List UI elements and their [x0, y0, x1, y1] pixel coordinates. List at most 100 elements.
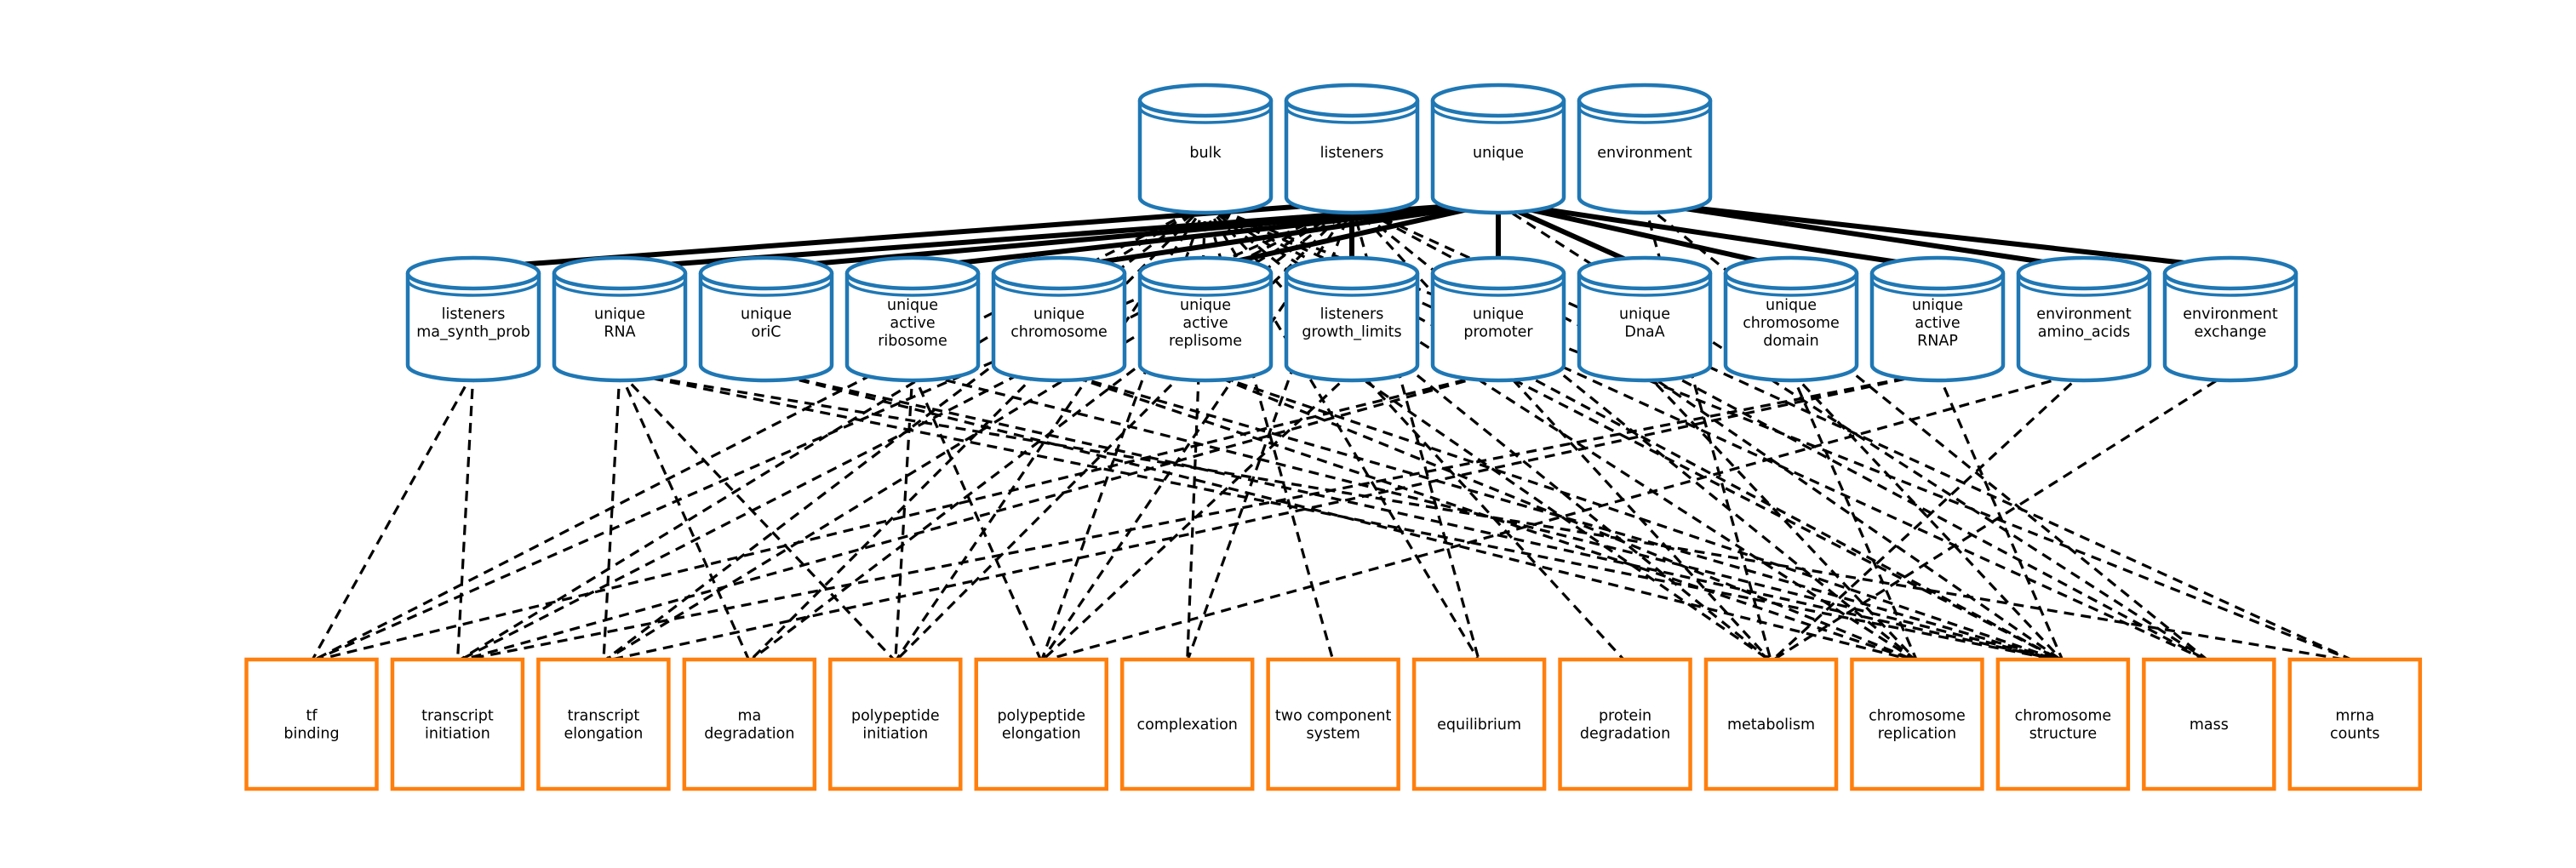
cylinder-top	[405, 255, 541, 291]
flow-edge-promoter-chromosome_structure	[1497, 370, 2064, 663]
cylinder-top	[1137, 255, 1274, 291]
store-label: chromosome	[1743, 315, 1840, 332]
store-label: active	[1915, 315, 1960, 332]
process-label: initiation	[425, 726, 490, 743]
store-label: domain	[1763, 333, 1819, 350]
flow-edge-chromosome_domain-chromosome_replication	[1789, 371, 1919, 662]
process-box	[1411, 657, 1547, 791]
cylinder-body	[552, 273, 688, 383]
store-label: unique	[1912, 297, 1963, 314]
process-label: elongation	[1002, 726, 1081, 743]
flow-edge-active_replisome-chromosome_structure	[1205, 370, 2064, 663]
process-label: equilibrium	[1437, 717, 1521, 734]
process-label: degradation	[704, 726, 794, 743]
store-label: bulk	[1189, 145, 1222, 162]
flow-edge-rna-transcript_elongation	[602, 371, 621, 662]
hierarchy-edge-environment-amino_acids	[1644, 200, 2085, 271]
cylinder-body	[1577, 273, 1713, 383]
cylinder-rim	[1431, 279, 1566, 297]
cylinder-top	[2162, 255, 2298, 291]
store-label: ma_synth_prob	[416, 324, 530, 341]
flow-edge-bulk-mass	[1205, 203, 2210, 663]
cylinder-body	[1430, 273, 1566, 383]
cylinder-top	[2016, 255, 2152, 291]
store-label: RNA	[604, 324, 635, 341]
flow-edge-bulk-ma_degradation	[748, 203, 1207, 663]
cylinder-body	[844, 273, 981, 383]
flow-edge-rna-mrna_counts	[619, 370, 2356, 663]
cylinder-rim	[1724, 279, 1858, 297]
cylinder-rim	[1138, 106, 1273, 124]
cylinder-rim	[1285, 279, 1419, 297]
process-complexation: complexation	[1119, 657, 1255, 791]
hierarchy-edge-unique-active_ribosome	[912, 200, 1499, 271]
flow-edge-exchange-metabolism	[1770, 370, 2231, 663]
process-box	[1995, 657, 2131, 791]
cylinder-body	[698, 273, 834, 383]
flow-edge-amino_acids-polypeptide_elongation	[1040, 370, 2085, 663]
store-label: environment	[1597, 145, 1692, 162]
store-label: oriC	[752, 324, 781, 341]
store-label: exchange	[2195, 324, 2267, 341]
flow-edge-active_rnap-chromosome_structure	[1936, 371, 2064, 662]
cylinder-body	[1723, 273, 1859, 383]
process-box	[682, 657, 817, 791]
process-label: elongation	[564, 726, 644, 743]
store-label: unique	[594, 306, 645, 323]
store-label: RNAP	[1917, 333, 1958, 350]
cylinder-top	[1869, 255, 2006, 291]
store-label: unique	[1473, 306, 1524, 323]
cylinder-rim	[1870, 279, 2005, 297]
store-label: chromosome	[1010, 324, 1108, 341]
store-label: active	[890, 315, 935, 332]
cylinder-rim	[1577, 106, 1712, 124]
process-label: mass	[2190, 717, 2229, 734]
process-box	[390, 657, 525, 791]
cylinder-rim	[1431, 106, 1566, 124]
process-box	[1119, 657, 1255, 791]
cylinder-top	[1577, 255, 1713, 291]
flow-edge-rna-ma_degradation	[618, 371, 751, 662]
process-label: initiation	[862, 726, 928, 743]
process-label: transcript	[568, 708, 640, 725]
process-label: mrna	[2335, 708, 2374, 725]
process-box	[974, 657, 1108, 791]
process-box	[1266, 657, 1400, 791]
cylinder-top	[1137, 83, 1274, 118]
store-unique: unique	[1430, 83, 1566, 215]
flow-edge-chromosome_domain-chromosome_structure	[1789, 370, 2064, 663]
store-label: active	[1182, 315, 1228, 332]
cylinder-top	[1430, 255, 1566, 291]
process-box	[1558, 657, 1692, 791]
flow-edge-rna-chromosome_structure	[619, 370, 2064, 663]
store-label: unique	[1033, 306, 1085, 323]
cylinder-rim	[845, 279, 980, 297]
cylinder-rim	[2163, 279, 2298, 297]
process-label: ma	[737, 708, 761, 725]
flow-edge-active_ribosome-polypeptide_elongation	[911, 371, 1043, 662]
cylinder-body	[1284, 100, 1420, 215]
cylinder-rim	[1577, 279, 1712, 297]
process-label: system	[1307, 726, 1360, 743]
store-label: environment	[2036, 306, 2132, 323]
store-environment: environment	[1577, 83, 1713, 215]
process-box	[1703, 657, 1839, 791]
cylinder-top	[1577, 83, 1713, 118]
cylinder-body	[991, 273, 1127, 383]
store-bulk: bulk	[1137, 83, 1274, 215]
flow-edge-dnaa-chromosome_replication	[1643, 370, 1919, 663]
